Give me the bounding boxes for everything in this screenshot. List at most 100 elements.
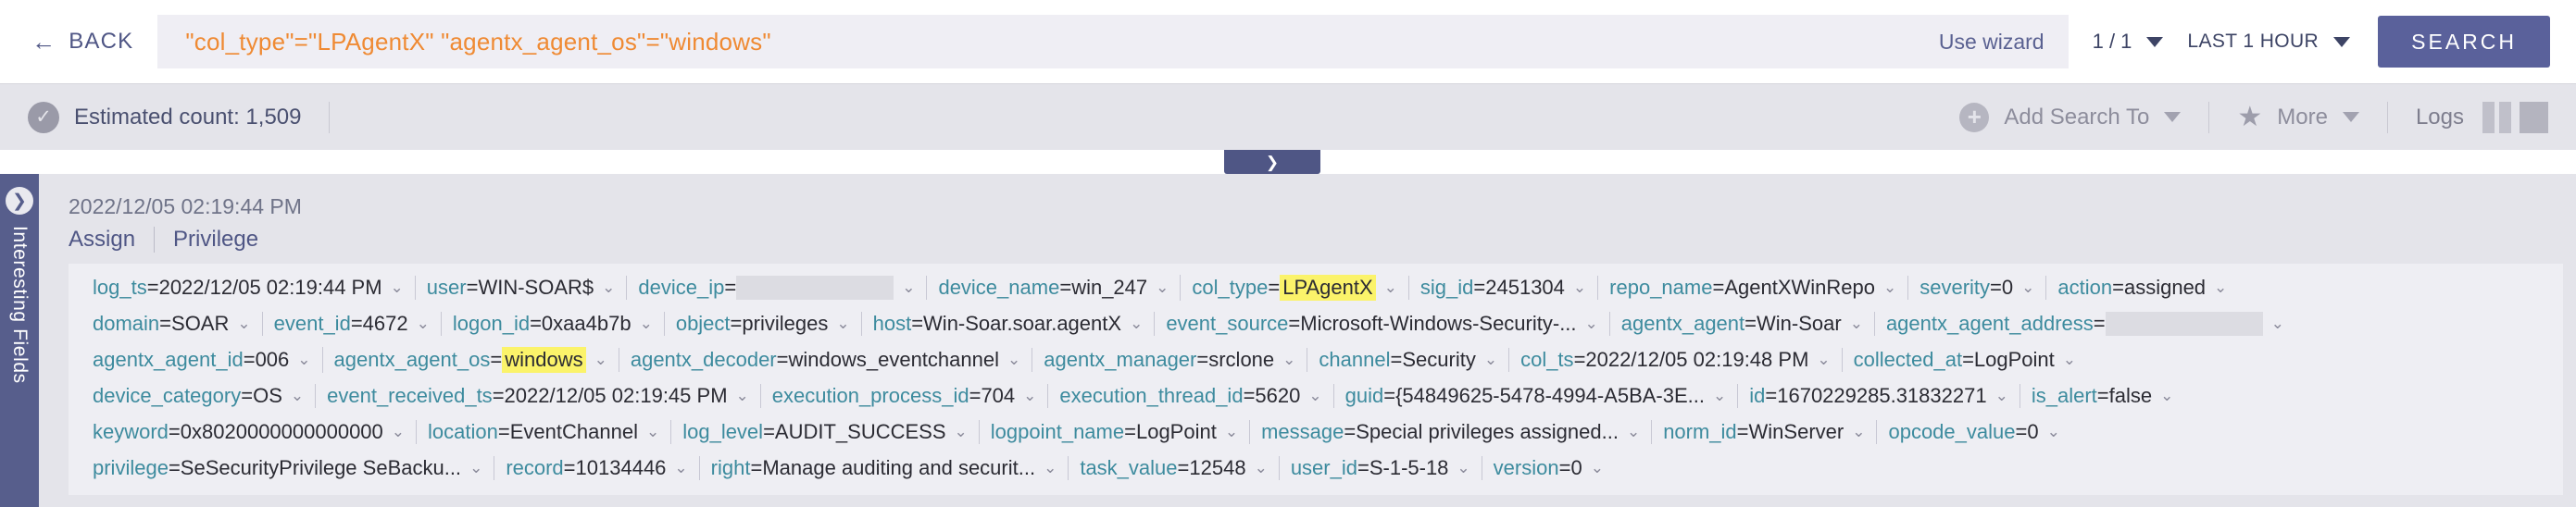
chevron-down-icon[interactable]: ⌄ xyxy=(602,278,616,296)
log-tag[interactable]: Privilege xyxy=(154,227,277,253)
chevron-down-icon[interactable]: ⌄ xyxy=(735,387,749,404)
chevron-down-icon[interactable]: ⌄ xyxy=(416,315,430,332)
field-logpoint_name[interactable]: logpoint_name=LogPoint⌄ xyxy=(978,419,1249,444)
field-privilege[interactable]: privilege=SeSecurityPrivilege SeBacku...… xyxy=(81,456,494,480)
field-device_name[interactable]: device_name=win_247⌄ xyxy=(926,275,1180,300)
time-range-selector[interactable]: LAST 1 HOUR xyxy=(2187,31,2351,53)
chevron-down-icon[interactable]: ⌄ xyxy=(1483,351,1498,368)
chevron-down-icon[interactable]: ⌄ xyxy=(1007,351,1021,368)
field-agentx_agent_os[interactable]: agentx_agent_os=windows⌄ xyxy=(321,346,619,373)
field-col_type[interactable]: col_type=LPAgentX⌄ xyxy=(1180,274,1408,301)
full-view-icon[interactable] xyxy=(2520,101,2548,133)
field-record[interactable]: record=10134446⌄ xyxy=(494,455,698,480)
chevron-down-icon[interactable]: ⌄ xyxy=(594,351,607,368)
field-opcode_value[interactable]: opcode_value=0⌄ xyxy=(1876,419,2070,444)
chevron-down-icon[interactable]: ⌄ xyxy=(639,315,653,332)
chevron-down-icon[interactable]: ⌄ xyxy=(290,387,305,404)
field-device_ip[interactable]: device_ip=⌄ xyxy=(626,275,926,300)
search-query-input[interactable]: "col_type"="LPAgentX" "agentx_agent_os"=… xyxy=(157,15,1930,68)
add-search-to-button[interactable]: + Add Search To xyxy=(1959,102,2182,132)
view-mode-toggle[interactable] xyxy=(2482,101,2548,133)
chevron-down-icon[interactable] xyxy=(2164,112,2182,122)
chevron-down-icon[interactable]: ⌄ xyxy=(1584,315,1598,332)
back-button[interactable]: ← BACK xyxy=(31,29,157,55)
chevron-down-icon[interactable]: ⌄ xyxy=(391,423,406,440)
field-col_ts[interactable]: col_ts=2022/12/05 02:19:48 PM⌄ xyxy=(1508,347,1842,372)
more-button[interactable]: ★ More xyxy=(2237,103,2359,131)
field-event_received_ts[interactable]: event_received_ts=2022/12/05 02:19:45 PM… xyxy=(315,383,760,408)
chevron-down-icon[interactable]: ⌄ xyxy=(1626,423,1641,440)
chevron-down-icon[interactable]: ⌄ xyxy=(954,423,968,440)
chevron-down-icon[interactable] xyxy=(2146,36,2164,47)
field-task_value[interactable]: task_value=12548⌄ xyxy=(1068,455,1278,480)
chevron-down-icon[interactable] xyxy=(2342,112,2359,122)
field-message[interactable]: message=Special privileges assigned...⌄ xyxy=(1249,419,1651,444)
chevron-down-icon[interactable]: ⌄ xyxy=(836,315,850,332)
field-agentx_decoder[interactable]: agentx_decoder=windows_eventchannel⌄ xyxy=(618,347,1032,372)
field-event_id[interactable]: event_id=4672⌄ xyxy=(261,311,441,336)
field-is_alert[interactable]: is_alert=false⌄ xyxy=(2019,383,2185,408)
use-wizard-link[interactable]: Use wizard xyxy=(1929,15,2069,68)
chevron-down-icon[interactable]: ⌄ xyxy=(674,459,688,476)
chevron-down-icon[interactable]: ⌄ xyxy=(1383,278,1397,296)
chevron-down-icon[interactable]: ⌄ xyxy=(1817,351,1831,368)
log-tag[interactable]: Assign xyxy=(69,227,136,252)
field-agentx_agent[interactable]: agentx_agent=Win-Soar⌄ xyxy=(1608,311,1874,336)
chevron-down-icon[interactable]: ⌄ xyxy=(2160,387,2174,404)
chevron-down-icon[interactable]: ⌄ xyxy=(1044,459,1057,476)
field-device_category[interactable]: device_category=OS⌄ xyxy=(81,384,315,408)
field-agentx_agent_id[interactable]: agentx_agent_id=006⌄ xyxy=(81,348,322,372)
chevron-down-icon[interactable]: ⌄ xyxy=(1852,423,1866,440)
chevron-down-icon[interactable] xyxy=(2333,36,2351,47)
chevron-down-icon[interactable]: ⌄ xyxy=(1572,278,1587,296)
chevron-down-icon[interactable]: ⌄ xyxy=(1282,351,1296,368)
chevron-down-icon[interactable]: ⌄ xyxy=(1224,423,1239,440)
field-host[interactable]: host=Win-Soar.soar.agentX⌄ xyxy=(860,311,1155,336)
field-repo_name[interactable]: repo_name=AgentXWinRepo⌄ xyxy=(1597,275,1907,300)
chevron-down-icon[interactable]: ⌄ xyxy=(1882,278,1897,296)
field-collected_at[interactable]: collected_at=LogPoint⌄ xyxy=(1841,347,2087,372)
chevron-down-icon[interactable]: ⌄ xyxy=(2062,351,2077,368)
field-guid[interactable]: guid={54849625-5478-4994-A5BA-3E...⌄ xyxy=(1332,383,1738,408)
field-object[interactable]: object=privileges⌄ xyxy=(663,311,861,336)
chevron-down-icon[interactable]: ⌄ xyxy=(237,315,251,332)
field-keyword[interactable]: keyword=0x8020000000000000⌄ xyxy=(81,420,416,444)
field-location[interactable]: location=EventChannel⌄ xyxy=(416,419,670,444)
chevron-down-icon[interactable]: ⌄ xyxy=(2046,423,2060,440)
field-event_source[interactable]: event_source=Microsoft-Windows-Security-… xyxy=(1154,311,1608,336)
collapse-chart-toggle[interactable]: ❯ xyxy=(1224,150,1320,174)
chevron-down-icon[interactable]: ⌄ xyxy=(297,351,311,368)
chevron-down-icon[interactable]: ⌄ xyxy=(2270,315,2284,332)
chevron-down-icon[interactable]: ⌄ xyxy=(1713,387,1727,404)
chevron-down-icon[interactable]: ⌄ xyxy=(1023,387,1037,404)
interesting-fields-sidebar[interactable]: ❯ Interesting Fields xyxy=(0,174,39,507)
chevron-down-icon[interactable]: ⌄ xyxy=(1130,315,1144,332)
chevron-right-circle-icon[interactable]: ❯ xyxy=(6,187,33,215)
chevron-down-icon[interactable]: ⌄ xyxy=(2214,278,2228,296)
field-version[interactable]: version=0⌄ xyxy=(1481,455,1615,480)
chevron-down-icon[interactable]: ⌄ xyxy=(1590,459,1604,476)
chevron-down-icon[interactable]: ⌄ xyxy=(390,278,404,296)
chevron-down-icon[interactable]: ⌄ xyxy=(1254,459,1268,476)
field-channel[interactable]: channel=Security⌄ xyxy=(1307,347,1508,372)
chevron-down-icon[interactable]: ⌄ xyxy=(1457,459,1470,476)
field-agentx_manager[interactable]: agentx_manager=srclone⌄ xyxy=(1032,347,1307,372)
field-execution_process_id[interactable]: execution_process_id=704⌄ xyxy=(759,383,1048,408)
field-right[interactable]: right=Manage auditing and securit...⌄ xyxy=(698,455,1069,480)
chevron-down-icon[interactable]: ⌄ xyxy=(902,278,916,296)
field-logon_id[interactable]: logon_id=0xaa4b7b⌄ xyxy=(440,311,664,336)
chevron-down-icon[interactable]: ⌄ xyxy=(1995,387,2008,404)
field-domain[interactable]: domain=SOAR⌄ xyxy=(81,312,262,336)
field-sig_id[interactable]: sig_id=2451304⌄ xyxy=(1407,275,1597,300)
field-user_id[interactable]: user_id=S-1-5-18⌄ xyxy=(1278,455,1482,480)
field-severity[interactable]: severity=0⌄ xyxy=(1907,275,2045,300)
field-action[interactable]: action=assigned⌄ xyxy=(2045,275,2238,300)
chevron-down-icon[interactable]: ⌄ xyxy=(469,459,483,476)
field-user[interactable]: user=WIN-SOAR$⌄ xyxy=(414,275,627,300)
split-view-icon[interactable] xyxy=(2482,101,2511,133)
search-button[interactable]: SEARCH xyxy=(2378,16,2550,68)
field-execution_thread_id[interactable]: execution_thread_id=5620⌄ xyxy=(1047,383,1332,408)
chevron-down-icon[interactable]: ⌄ xyxy=(645,423,660,440)
chevron-down-icon[interactable]: ⌄ xyxy=(2021,278,2035,296)
page-selector[interactable]: 1 / 1 xyxy=(2093,30,2164,54)
